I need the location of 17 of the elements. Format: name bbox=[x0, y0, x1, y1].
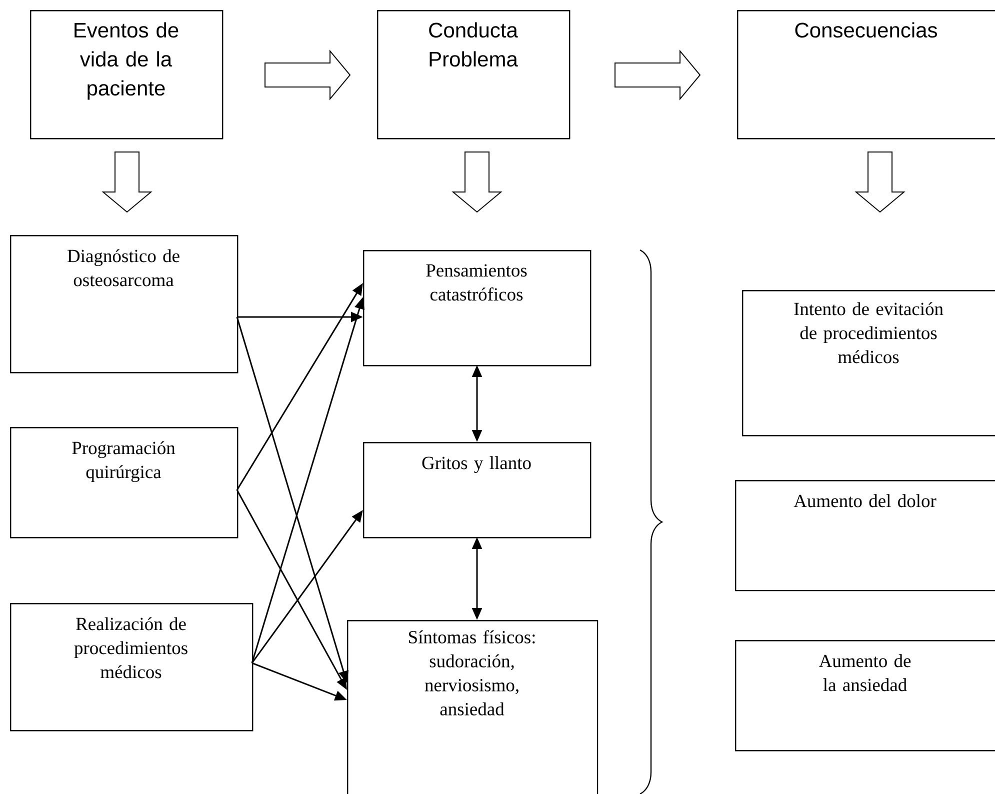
title-box: Eventos de vida de la paciente bbox=[30, 10, 224, 140]
block-arrow bbox=[854, 152, 906, 213]
text-box: Aumento de la ansiedad bbox=[735, 640, 995, 752]
text-box: Gritos y llanto bbox=[363, 442, 592, 538]
text-box: Pensamientos catastróficos bbox=[363, 250, 592, 366]
block-arrow bbox=[614, 50, 701, 100]
title-box: Consecuencias bbox=[737, 10, 995, 140]
text-box: Programación quirúrgica bbox=[10, 427, 238, 538]
text-box: Síntomas físicos: sudoración, nerviosismo, ansiedad bbox=[347, 620, 598, 794]
text-box: Diagnóstico de osteosarcoma bbox=[10, 235, 238, 374]
block-arrow bbox=[452, 152, 502, 213]
title-box: Conducta Problema bbox=[377, 10, 570, 140]
block-arrow bbox=[264, 50, 351, 100]
text-box: Aumento del dolor bbox=[735, 480, 995, 592]
block-arrow bbox=[102, 152, 152, 213]
text-box: Realización de procedimientos médicos bbox=[10, 603, 254, 732]
text-box: Intento de evitación de procedimientos médicos bbox=[742, 290, 995, 436]
